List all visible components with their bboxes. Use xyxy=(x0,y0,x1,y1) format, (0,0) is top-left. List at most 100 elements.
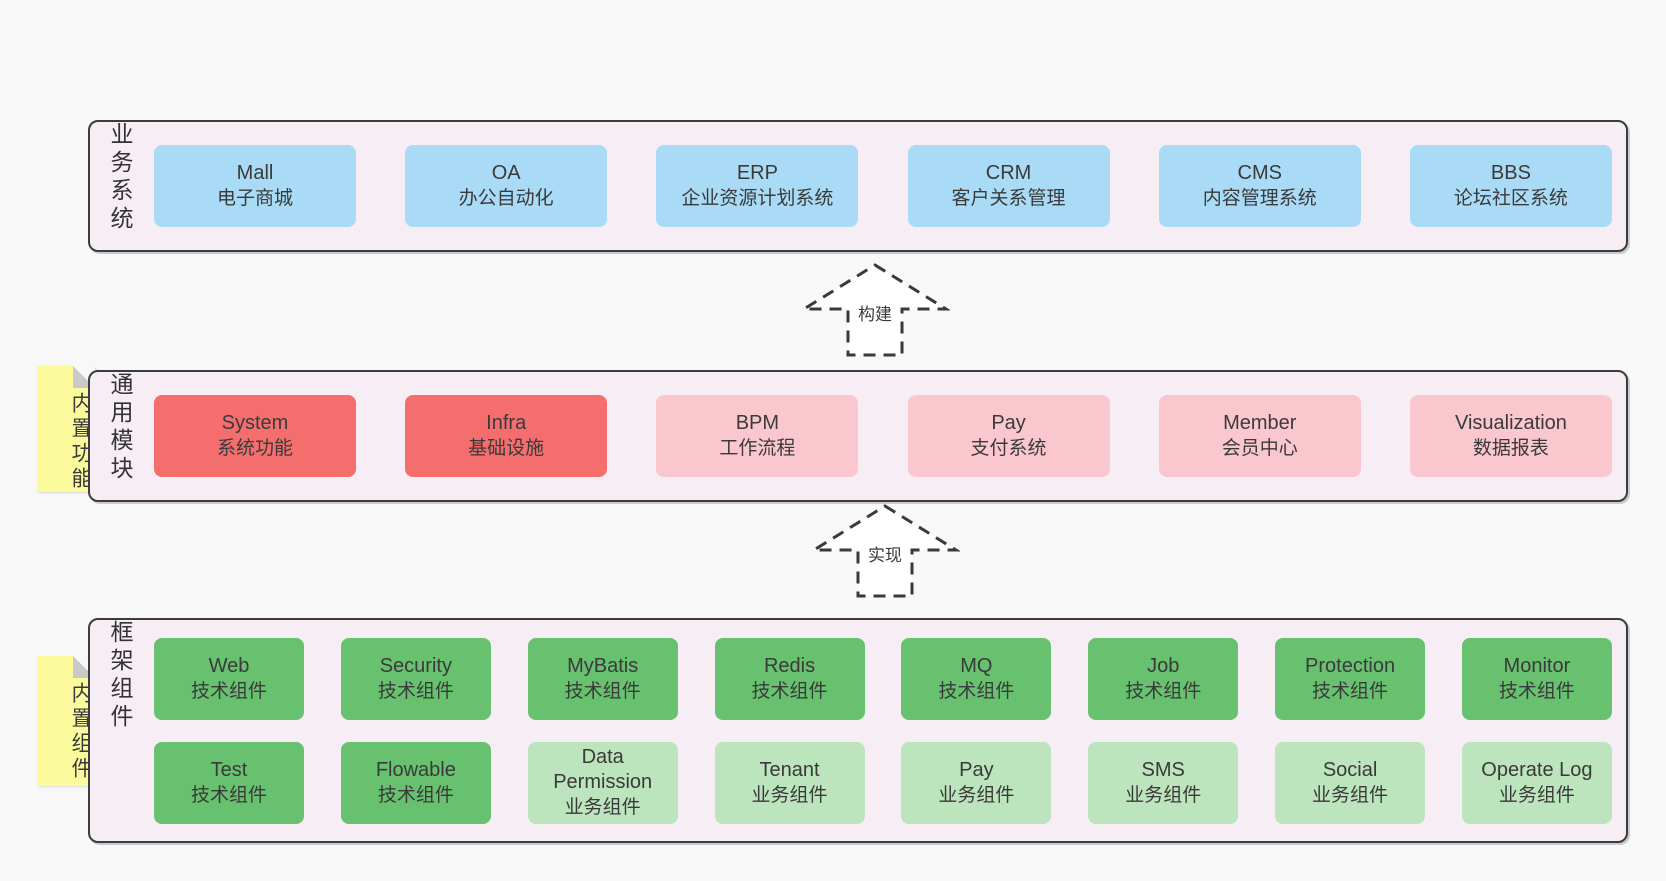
box-title: System xyxy=(221,412,289,434)
box-subtitle: 内容管理系统 xyxy=(1202,188,1317,209)
box-title: Web xyxy=(208,654,250,677)
box-subtitle: 支付系统 xyxy=(970,438,1047,459)
box-title: Pay xyxy=(959,758,994,781)
box-bbs: BBS 论坛社区系统 xyxy=(1409,145,1612,227)
box-subtitle: 客户关系管理 xyxy=(951,188,1066,209)
box-subtitle: 电子商城 xyxy=(216,188,293,209)
box-crm: CRM 客户关系管理 xyxy=(907,145,1110,227)
box-cms: CMS 内容管理系统 xyxy=(1158,145,1361,227)
box-subtitle: 技术组件 xyxy=(1125,680,1202,702)
box-title: Mall xyxy=(236,162,274,184)
box-title: Data Permission xyxy=(553,746,653,793)
box-title: Social xyxy=(1322,758,1378,781)
box-sms: SMS 业务组件 xyxy=(1088,741,1239,824)
box-operate-log: Operate Log 业务组件 xyxy=(1461,741,1612,824)
box-title: SMS xyxy=(1141,758,1185,781)
box-title: OA xyxy=(491,162,521,184)
box-job: Job 技术组件 xyxy=(1088,637,1239,720)
box-mall: Mall 电子商城 xyxy=(154,145,356,227)
box-mybatis: MyBatis 技术组件 xyxy=(527,637,678,720)
box-test: Test 技术组件 xyxy=(154,741,304,824)
box-title: Operate Log xyxy=(1481,758,1593,781)
box-tenant: Tenant 业务组件 xyxy=(714,741,865,824)
box-title: Flowable xyxy=(375,758,456,781)
layer-label-modules: 通用模块 xyxy=(107,372,133,484)
box-title: CMS xyxy=(1237,162,1282,184)
box-title: Protection xyxy=(1305,654,1396,677)
box-subtitle: 会员中心 xyxy=(1221,438,1298,459)
box-pay-biz: Pay 业务组件 xyxy=(901,741,1052,824)
box-flowable: Flowable 技术组件 xyxy=(340,741,491,824)
box-subtitle: 基础设施 xyxy=(468,438,545,459)
box-title: Job xyxy=(1147,654,1180,677)
sticky-note-label: 内置功能 xyxy=(69,392,92,492)
sticky-note-built-in-features: 内置功能 xyxy=(37,366,95,492)
box-visualization: Visualization 数据报表 xyxy=(1409,395,1612,477)
box-web: Web 技术组件 xyxy=(154,637,304,720)
box-subtitle: 技术组件 xyxy=(377,680,454,702)
box-title: Security xyxy=(379,654,452,677)
sticky-note-built-in-components: 内置组件 xyxy=(37,656,95,786)
box-subtitle: 论坛社区系统 xyxy=(1453,188,1568,209)
box-mq: MQ 技术组件 xyxy=(901,637,1052,720)
box-subtitle: 业务组件 xyxy=(564,797,641,818)
arrow-up-implement: 实现 xyxy=(810,503,960,599)
box-bpm: BPM 工作流程 xyxy=(656,395,859,477)
framework-components-row-1: Web 技术组件 Security 技术组件 MyBatis 技术组件 Redi… xyxy=(154,637,1612,720)
common-modules-layer: 通用模块 System 系统功能 Infra 基础设施 BPM 工作流程 Pay… xyxy=(88,370,1628,502)
box-title: Pay xyxy=(991,412,1026,434)
box-subtitle: 工作流程 xyxy=(719,438,796,459)
box-security: Security 技术组件 xyxy=(340,637,491,720)
common-modules-row: System 系统功能 Infra 基础设施 BPM 工作流程 Pay 支付系统… xyxy=(154,395,1612,477)
sticky-note-label: 内置组件 xyxy=(69,682,92,782)
box-title: BBS xyxy=(1490,162,1531,184)
box-erp: ERP 企业资源计划系统 xyxy=(656,145,859,227)
box-subtitle: 技术组件 xyxy=(190,784,267,806)
box-title: ERP xyxy=(736,162,778,184)
box-subtitle: 办公自动化 xyxy=(458,188,554,209)
box-title: MyBatis xyxy=(567,654,639,677)
box-title: Member xyxy=(1223,412,1297,434)
box-subtitle: 技术组件 xyxy=(190,680,267,702)
box-title: MQ xyxy=(960,654,993,677)
box-system: System 系统功能 xyxy=(154,395,356,477)
box-subtitle: 技术组件 xyxy=(938,680,1015,702)
box-title: Test xyxy=(210,758,248,781)
box-title: Visualization xyxy=(1454,412,1567,434)
layer-label-components: 框架组件 xyxy=(107,620,133,732)
framework-components-row-2: Test 技术组件 Flowable 技术组件 Data Permission … xyxy=(154,741,1612,824)
box-subtitle: 系统功能 xyxy=(216,438,293,459)
box-title: Infra xyxy=(486,412,527,434)
box-subtitle: 技术组件 xyxy=(1312,680,1389,702)
box-subtitle: 业务组件 xyxy=(1498,784,1575,806)
arrow-up-build: 构建 xyxy=(800,262,950,358)
box-subtitle: 技术组件 xyxy=(1498,680,1575,702)
box-data-permission: Data Permission 业务组件 xyxy=(527,741,678,824)
box-subtitle: 数据报表 xyxy=(1472,438,1549,459)
box-infra: Infra 基础设施 xyxy=(405,395,608,477)
layer-label-business: 业务系统 xyxy=(107,122,133,234)
box-subtitle: 技术组件 xyxy=(377,784,454,806)
box-subtitle: 业务组件 xyxy=(1125,784,1202,806)
box-title: Monitor xyxy=(1503,654,1571,677)
box-title: CRM xyxy=(985,162,1032,184)
box-subtitle: 企业资源计划系统 xyxy=(681,188,834,209)
box-member: Member 会员中心 xyxy=(1158,395,1361,477)
box-title: Redis xyxy=(763,654,816,677)
box-subtitle: 技术组件 xyxy=(751,680,828,702)
business-systems-layer: 业务系统 Mall 电子商城 OA 办公自动化 ERP 企业资源计划系统 CRM… xyxy=(88,120,1628,252)
box-subtitle: 业务组件 xyxy=(1312,784,1389,806)
box-subtitle: 业务组件 xyxy=(751,784,828,806)
box-title: Tenant xyxy=(759,758,820,781)
box-monitor: Monitor 技术组件 xyxy=(1461,637,1612,720)
arrow-label-build: 构建 xyxy=(855,300,895,325)
framework-components-layer: 框架组件 Web 技术组件 Security 技术组件 MyBatis 技术组件… xyxy=(88,618,1628,843)
business-systems-row: Mall 电子商城 OA 办公自动化 ERP 企业资源计划系统 CRM 客户关系… xyxy=(154,145,1612,227)
box-title: BPM xyxy=(735,412,780,434)
box-oa: OA 办公自动化 xyxy=(405,145,608,227)
box-redis: Redis 技术组件 xyxy=(714,637,865,720)
box-pay: Pay 支付系统 xyxy=(907,395,1110,477)
box-social: Social 业务组件 xyxy=(1275,741,1426,824)
arrow-label-implement: 实现 xyxy=(865,541,905,566)
